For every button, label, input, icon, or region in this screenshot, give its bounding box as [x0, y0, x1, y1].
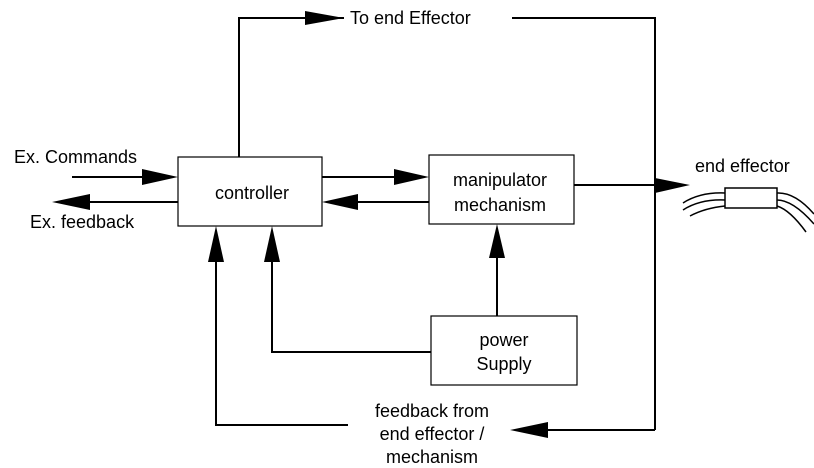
feedback-label-line1: feedback from	[375, 401, 489, 421]
power-supply-block	[430, 315, 578, 386]
controller-to-manipulator-arrowhead	[394, 169, 429, 185]
end-effector-label: end effector	[695, 156, 790, 176]
end-effector-arrowhead	[655, 178, 690, 193]
manipulator-label-line1: manipulator	[453, 170, 547, 190]
power-to-controller-arrowhead	[264, 226, 280, 262]
controller-block	[177, 156, 323, 227]
to-end-effector-arrowhead	[305, 11, 344, 25]
manipulator-block	[428, 154, 575, 225]
power-to-manipulator-arrowhead	[489, 224, 505, 258]
end-effector-gripper-icon	[682, 187, 814, 233]
manipulator-label-line2: mechanism	[454, 195, 546, 215]
controller-label: controller	[215, 183, 289, 203]
power-to-controller-wire	[271, 262, 431, 353]
feedback-label-line2: end effector /	[380, 424, 485, 444]
power-supply-label-line2: Supply	[476, 354, 531, 374]
ex-feedback-label: Ex. feedback	[30, 212, 135, 232]
feedback-label-line3: mechanism	[386, 447, 478, 467]
right-return-wire	[512, 17, 656, 430]
feedback-arrowhead	[510, 422, 548, 438]
ex-commands-label: Ex. Commands	[14, 147, 137, 167]
ex-feedback-arrowhead	[52, 194, 90, 210]
ex-commands-arrowhead	[142, 169, 178, 185]
feedback-return-wire	[215, 262, 348, 426]
power-supply-label-line1: power	[479, 330, 528, 350]
feedback-to-controller-arrowhead	[208, 226, 224, 262]
to-end-effector-wire	[238, 17, 344, 157]
manipulator-to-controller-arrowhead	[322, 194, 358, 210]
to-end-effector-label: To end Effector	[350, 8, 471, 28]
